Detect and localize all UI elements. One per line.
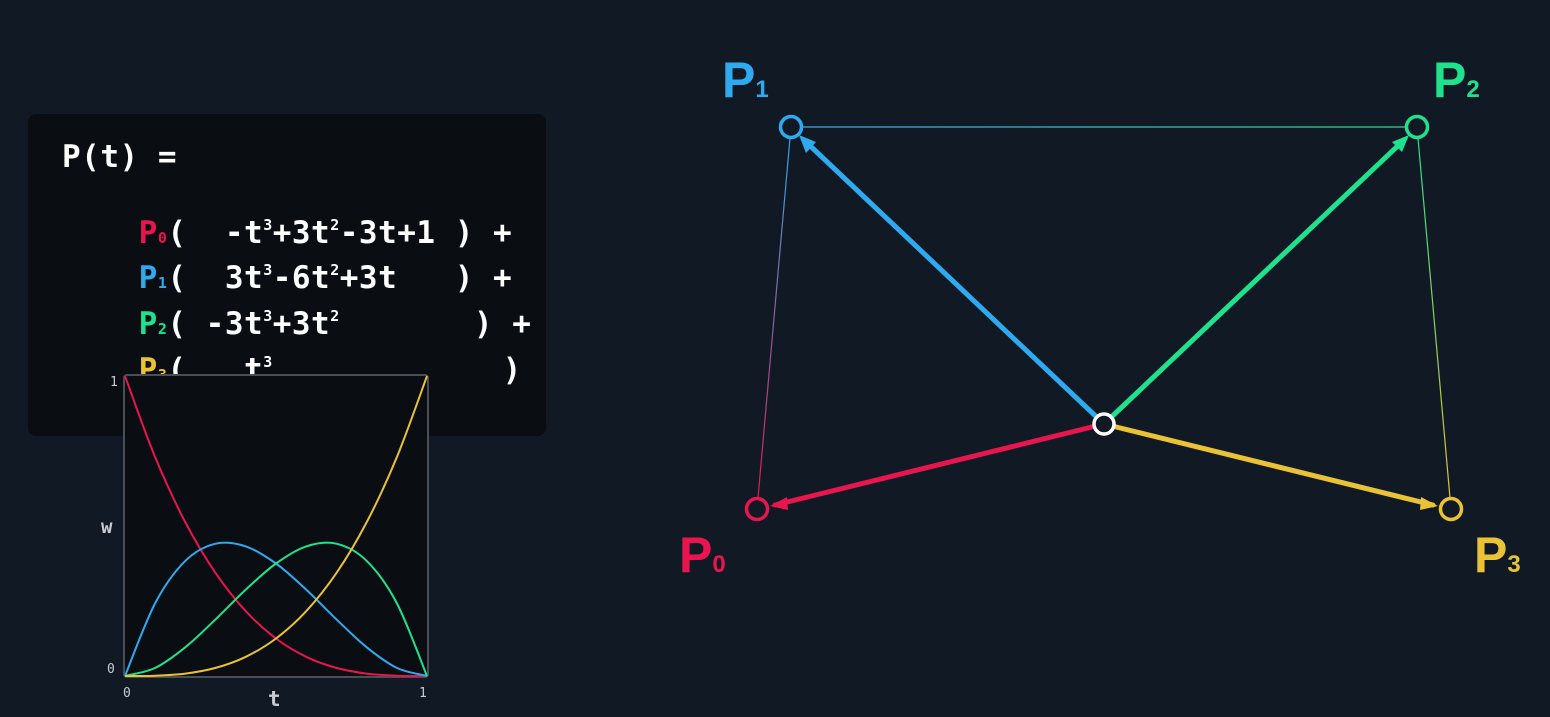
x-tick-0: 0 [123, 686, 131, 701]
weight-curve-p2 [124, 541, 428, 677]
control-point-p2[interactable] [1404, 114, 1430, 140]
control-point-p0[interactable] [744, 496, 770, 522]
label-p3-name: P [1474, 527, 1508, 583]
hull-line-p2-p3 [1416, 126, 1452, 510]
formula-term: ( 3t [167, 260, 264, 296]
control-point-p1[interactable] [778, 114, 804, 140]
formula-term: ) [272, 352, 522, 388]
formula-sup: 3 [263, 353, 273, 371]
vector-arrow-p1 [801, 137, 1107, 427]
y-tick-0: 0 [107, 662, 115, 677]
label-p0-name: P [679, 527, 713, 583]
vector-arrow-p3 [1101, 421, 1436, 508]
label-p2-sub: 2 [1466, 76, 1480, 103]
formula-point-p2: P [138, 306, 158, 342]
formula-sub-p1: 1 [157, 274, 168, 292]
arrowhead-p2 [1392, 135, 1409, 152]
formula-sub-p0: 0 [157, 229, 168, 247]
label-p1: P1 [722, 55, 769, 105]
formula-sup: 2 [330, 307, 340, 325]
formula-sup: 3 [263, 261, 273, 279]
y-tick-1: 1 [110, 375, 118, 390]
arrowhead-p1 [799, 135, 816, 153]
x-tick-1: 1 [419, 686, 427, 701]
formula-row-p2: P2( -3t3+3t2 ) + [62, 278, 531, 371]
formula-point-p0: P [138, 215, 158, 251]
arrowhead-p3 [1420, 497, 1438, 510]
x-axis-label: t [268, 687, 281, 711]
formula-term: ) + [339, 306, 532, 342]
formula-term: +3t [272, 215, 331, 251]
weight-curve-p3 [124, 375, 428, 678]
formula-row-p0: P0( -t3+3t2-3t+1 ) + [62, 187, 512, 280]
formula-header: P(t) = [62, 139, 177, 175]
formula-term: +3t ) + [339, 260, 513, 296]
hull-line-p0-p1 [756, 126, 792, 510]
formula-sub-p2: 2 [157, 320, 168, 338]
formula-row-p1: P1( 3t3-6t2+3t ) + [62, 232, 512, 325]
formula-term: ( -t [167, 215, 264, 251]
label-p0-sub: 0 [712, 551, 726, 578]
formula-point-p1: P [138, 260, 158, 296]
label-p3-sub: 3 [1507, 551, 1521, 578]
formula-sup: 3 [263, 216, 273, 234]
label-p1-sub: 1 [755, 76, 769, 103]
graph-series-group [124, 375, 428, 678]
vector-arrow-p0 [772, 421, 1107, 508]
label-p2: P2 [1433, 55, 1480, 105]
weight-curve-p0 [124, 375, 428, 678]
label-p2-name: P [1433, 52, 1467, 108]
label-p3: P3 [1474, 530, 1521, 580]
control-point-p3[interactable] [1438, 496, 1464, 522]
formula-sup: 2 [330, 216, 340, 234]
label-p0: P0 [679, 530, 726, 580]
y-axis-label: w [101, 516, 113, 538]
graph-frame [123, 374, 429, 678]
curve-point-handle[interactable] [1092, 412, 1116, 436]
formula-term: -6t [272, 260, 331, 296]
formula-term: -3t+1 ) + [339, 215, 513, 251]
formula-term: +3t [272, 306, 331, 342]
vector-arrow-p2 [1101, 137, 1407, 427]
formula-sup: 3 [263, 307, 273, 325]
label-p1-name: P [722, 52, 756, 108]
arrowhead-p0 [770, 497, 788, 510]
formula-sup: 2 [330, 261, 340, 279]
formula-term: ( -3t [167, 306, 264, 342]
